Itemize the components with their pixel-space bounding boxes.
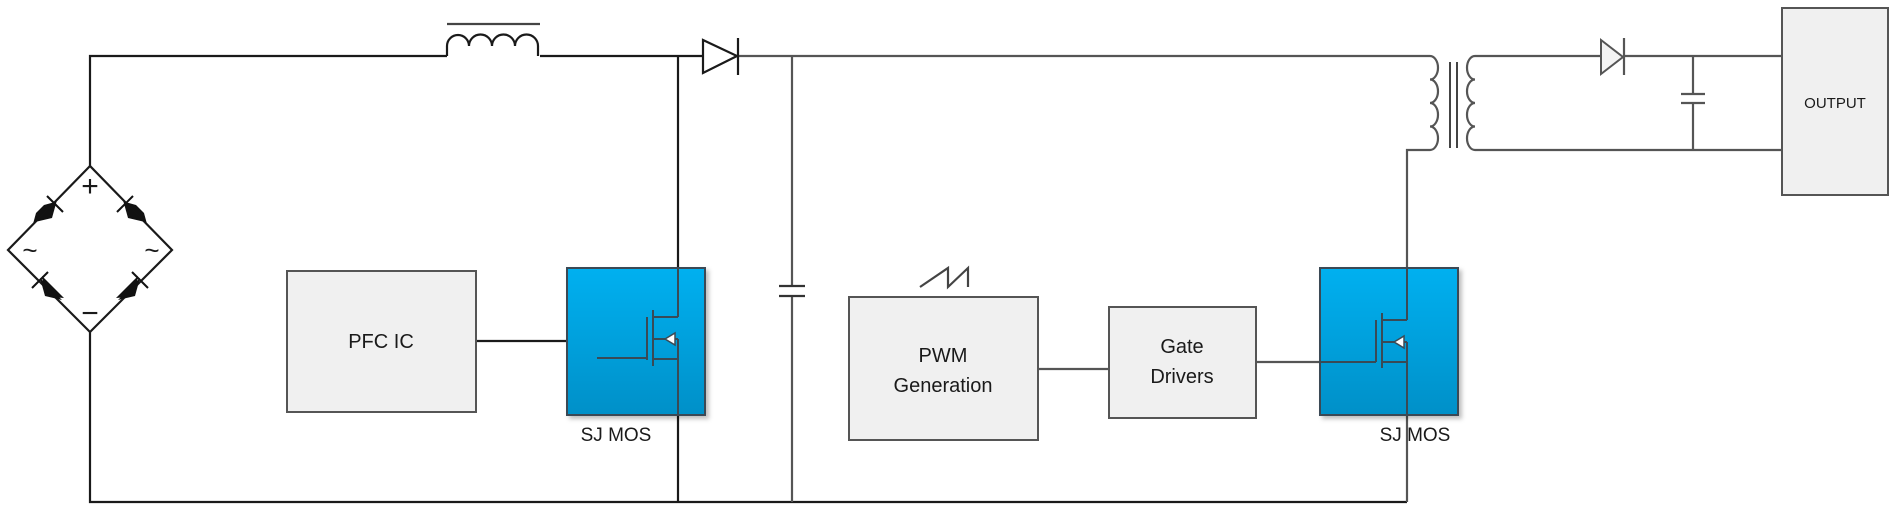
sawtooth-icon xyxy=(919,265,970,290)
gate-drivers-label-line2: Drivers xyxy=(1150,366,1213,388)
bridge-rectifier: + − ~ ~ xyxy=(6,164,174,334)
pwm-generation-block: PWM Generation xyxy=(848,265,1039,441)
inductor-icon xyxy=(445,22,540,56)
gate-drivers-block: Gate Drivers xyxy=(1108,306,1257,419)
sj-mos-1-label: SJ MOS xyxy=(581,425,652,446)
gate-drivers-label-line1: Gate xyxy=(1160,336,1203,358)
boost-diode-icon xyxy=(701,38,740,75)
sj-mos-2: SJ MOS xyxy=(1319,267,1459,446)
mosfet-icon xyxy=(597,268,679,415)
sj-mos-1: SJ MOS xyxy=(566,267,706,446)
pfc-ic-block: PFC IC xyxy=(286,270,477,413)
pfc-ic-label: PFC IC xyxy=(348,331,414,353)
output-capacitor-icon xyxy=(1681,92,1705,105)
mosfet-icon xyxy=(1320,268,1408,415)
output-label: OUTPUT xyxy=(1804,95,1866,112)
wire-ground-rail xyxy=(88,332,1407,504)
wire-bridge-to-inductor xyxy=(88,54,447,166)
bridge-diode-icon xyxy=(31,271,64,300)
pwm-label-line2: Generation xyxy=(894,375,993,397)
plus-symbol: + xyxy=(81,170,99,203)
bridge-diode-icon xyxy=(116,271,149,300)
sj-mos-2-label: SJ MOS xyxy=(1380,425,1451,446)
transformer-icon xyxy=(1429,54,1476,152)
capacitor-icon xyxy=(779,284,805,298)
ac-right-symbol: ~ xyxy=(144,235,159,265)
pwm-label-line1: PWM xyxy=(919,345,968,367)
bridge-diode-icon xyxy=(33,195,64,224)
bridge-diode-icon xyxy=(116,195,147,224)
ac-left-symbol: ~ xyxy=(22,235,37,265)
minus-symbol: − xyxy=(81,297,99,330)
output-diode-icon xyxy=(1600,37,1626,77)
output-block: OUTPUT xyxy=(1781,7,1889,196)
